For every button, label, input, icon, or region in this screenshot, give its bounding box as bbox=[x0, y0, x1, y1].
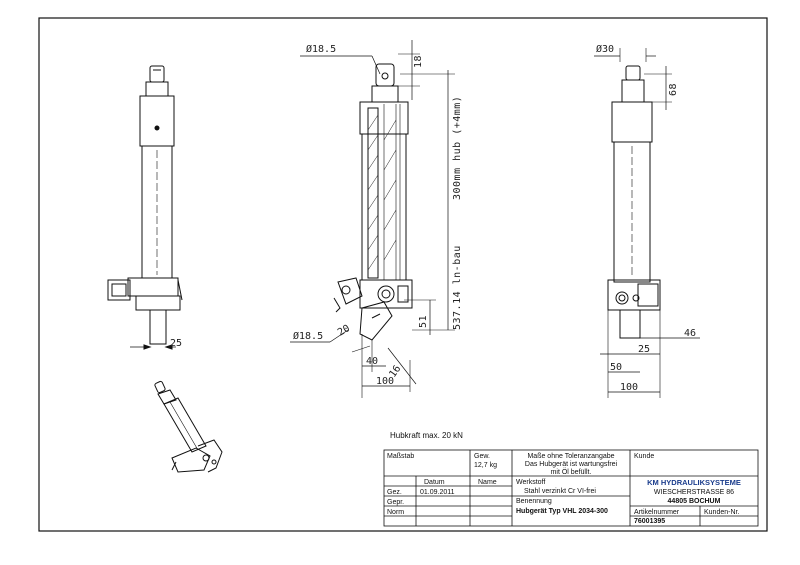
dim-50-right: 50 bbox=[610, 362, 622, 373]
middle-section-view bbox=[290, 40, 455, 398]
dim-25-right: 25 bbox=[638, 344, 650, 355]
massstab-label: Maßstab bbox=[387, 453, 414, 460]
dim-51: 51 bbox=[418, 315, 429, 328]
gepr-label: Gepr. bbox=[387, 499, 404, 506]
gew-value: 12,7 kg bbox=[474, 462, 497, 469]
gez-label: Gez. bbox=[387, 489, 402, 496]
left-side-view bbox=[107, 65, 183, 350]
toleranz-line-2: Das Hubgerät ist wartungsfrei bbox=[525, 461, 618, 468]
company-street: WIESCHERSTRASSE 86 bbox=[654, 489, 734, 496]
company-name: KM HYDRAULIKSYSTEME bbox=[647, 478, 741, 487]
name-label: Name bbox=[478, 479, 497, 486]
title-block bbox=[383, 449, 759, 527]
dim-18-top: 18 bbox=[413, 55, 424, 68]
dim-68-right: 68 bbox=[668, 83, 679, 96]
kunde-label: Kunde bbox=[634, 453, 654, 460]
dim-46-right: 46 bbox=[684, 328, 696, 339]
dim-d18-5-top: Ø18.5 bbox=[306, 43, 336, 55]
kunden-nr-label: Kunden-Nr. bbox=[704, 509, 739, 516]
benennung-label: Benennung bbox=[516, 498, 552, 505]
artikelnummer-value: 76001395 bbox=[634, 518, 665, 525]
dim-d30-right: Ø30 bbox=[596, 43, 614, 55]
dim-100-middle: 100 bbox=[376, 376, 394, 387]
drawing-frame bbox=[38, 17, 768, 532]
right-front-view bbox=[594, 48, 700, 398]
dim-25-left: 25 bbox=[170, 338, 182, 349]
dim-20: 20 bbox=[336, 323, 352, 339]
norm-label: Norm bbox=[387, 509, 404, 516]
company-city: 44805 BOCHUM bbox=[668, 498, 721, 505]
dim-einbau: 537.14 ln-bau bbox=[452, 245, 463, 330]
gew-label: Gew. bbox=[474, 453, 490, 460]
dim-d18-5-bottom: Ø18.5 bbox=[293, 330, 323, 342]
artikelnummer-label: Artikelnummer bbox=[634, 509, 680, 516]
dim-40: 40 bbox=[366, 356, 378, 367]
werkstoff-label: Werkstoff bbox=[516, 479, 545, 486]
benennung-value: Hubgerät Typ VHL 2034-300 bbox=[516, 508, 608, 515]
hubkraft-note: Hubkraft max. 20 kN bbox=[390, 431, 463, 440]
werkstoff-value: Stahl verzinkt Cr VI-frei bbox=[524, 488, 596, 495]
toleranz-line-3: mit Öl befüllt. bbox=[551, 468, 592, 476]
dim-hub: 300mm hub (+4mm) bbox=[452, 96, 463, 200]
toleranz-line-1: Maße ohne Toleranzangabe bbox=[527, 453, 614, 460]
isometric-view bbox=[154, 380, 223, 473]
gez-datum: 01.09.2011 bbox=[420, 489, 455, 496]
datum-label: Datum bbox=[424, 479, 445, 486]
dim-100-right: 100 bbox=[620, 382, 638, 393]
